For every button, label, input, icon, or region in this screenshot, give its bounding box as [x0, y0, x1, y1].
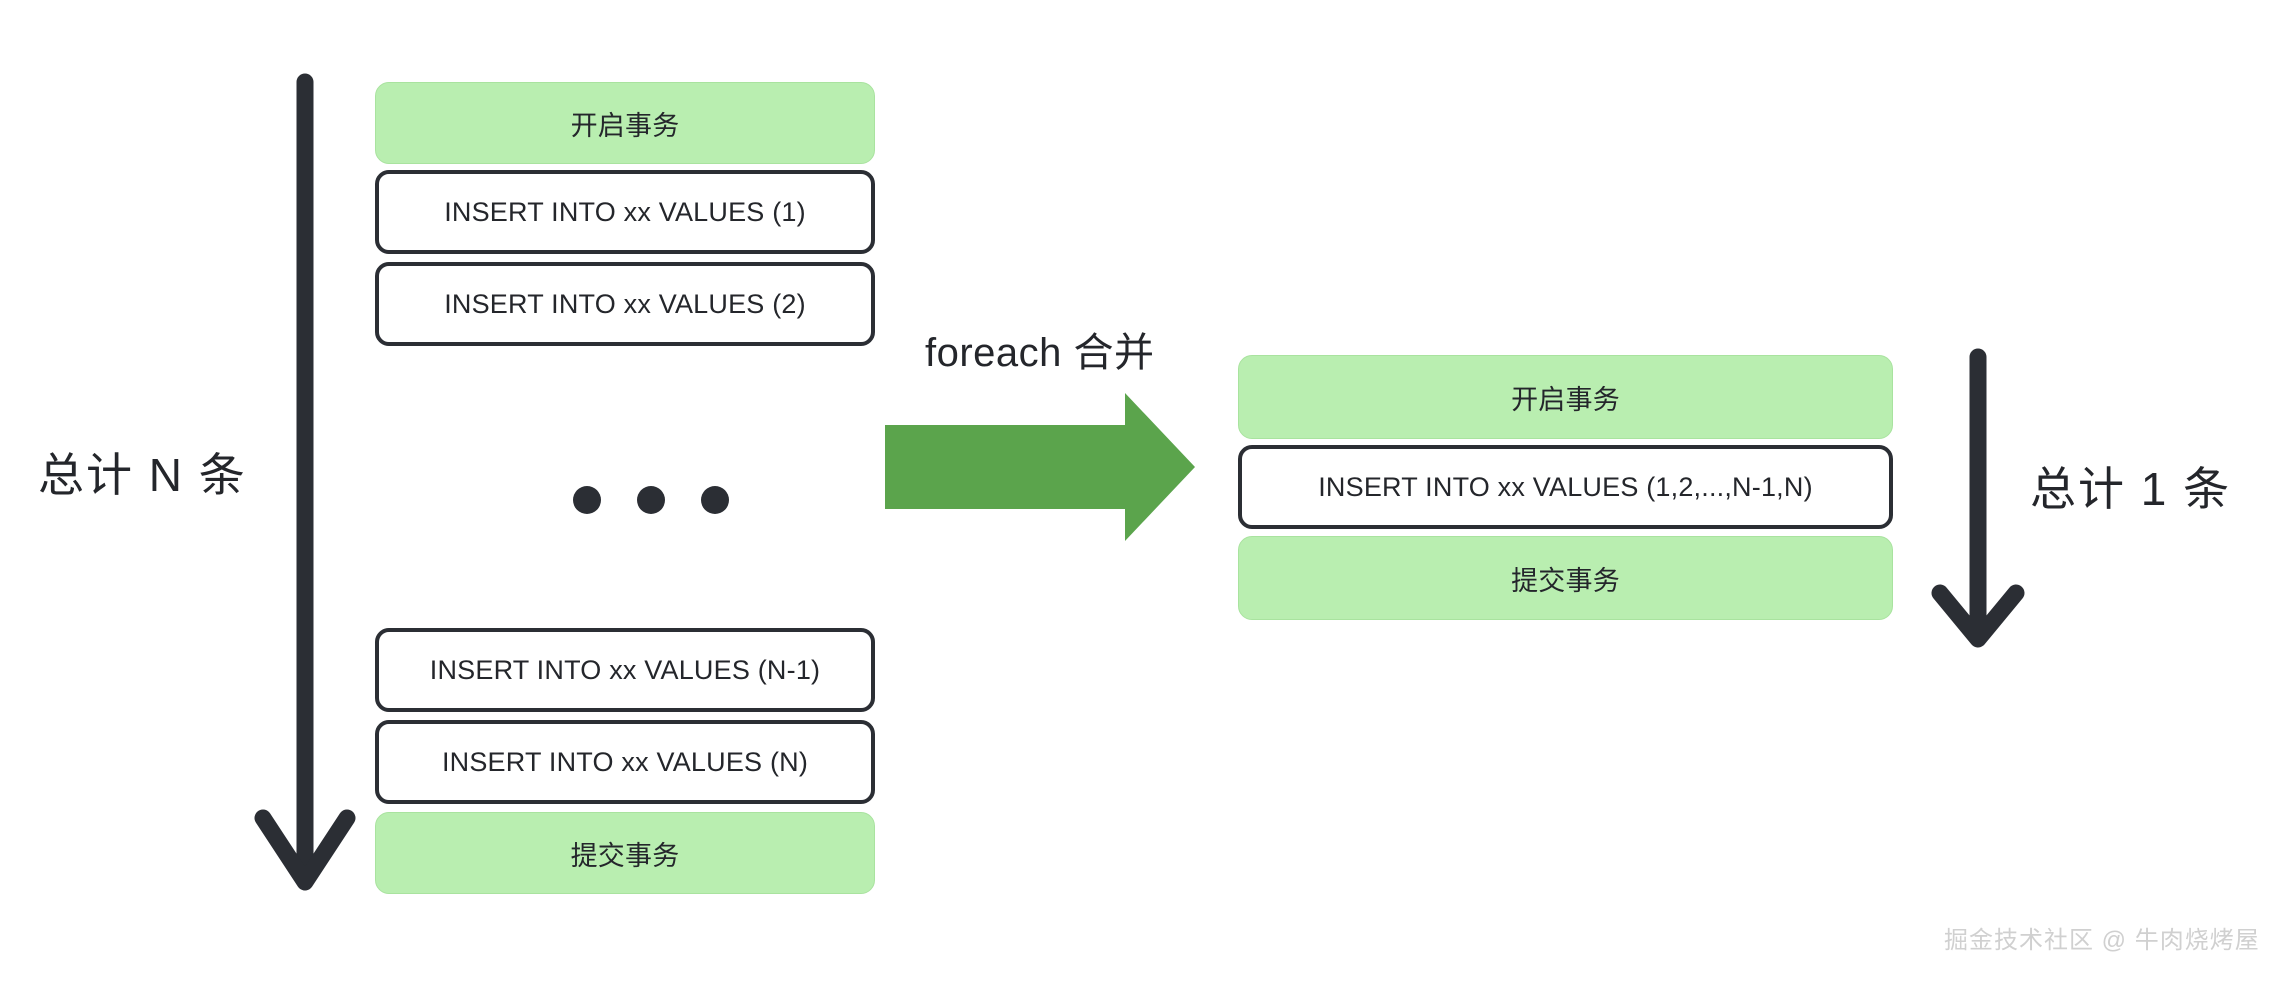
right-box-merged-insert[interactable]: INSERT INTO xx VALUES (1,2,...,N-1,N): [1238, 445, 1893, 529]
left-box-insert-n-minus-1-label: INSERT INTO xx VALUES (N-1): [429, 654, 821, 685]
left-box-insert-n-label: INSERT INTO xx VALUES (N): [441, 746, 809, 777]
ellipsis-dot-3: [701, 486, 729, 514]
left-box-insert-2-label: INSERT INTO xx VALUES (2): [444, 288, 806, 319]
left-box-commit-transaction[interactable]: 提交事务: [375, 812, 875, 894]
right-arrow-icon: [885, 393, 1195, 541]
left-box-insert-1-label: INSERT INTO xx VALUES (1): [444, 196, 806, 227]
left-count-label: 总计 N 条: [38, 449, 247, 501]
left-box-insert-2[interactable]: INSERT INTO xx VALUES (2): [375, 262, 875, 346]
right-box-commit-transaction-label: 提交事务: [1511, 565, 1620, 596]
left-box-begin-transaction-label: 开启事务: [570, 110, 680, 141]
ellipsis-dot-2: [637, 486, 665, 514]
ellipsis-dot-1: [573, 486, 601, 514]
foreach-merge-label: foreach 合并: [925, 331, 1155, 375]
right-box-begin-transaction-label: 开启事务: [1511, 384, 1620, 415]
left-box-insert-n[interactable]: INSERT INTO xx VALUES (N): [375, 720, 875, 804]
right-box-merged-insert-label: INSERT INTO xx VALUES (1,2,...,N-1,N): [1318, 471, 1813, 502]
left-box-insert-n-minus-1[interactable]: INSERT INTO xx VALUES (N-1): [375, 628, 875, 712]
right-count-label: 总计 1 条: [2030, 463, 2232, 515]
left-down-arrow-icon: [254, 73, 356, 891]
right-box-commit-transaction[interactable]: 提交事务: [1238, 536, 1893, 620]
left-box-insert-1[interactable]: INSERT INTO xx VALUES (1): [375, 170, 875, 254]
ellipsis-dots: [573, 486, 729, 514]
watermark: 掘金技术社区 @ 牛肉烧烤屋: [1944, 927, 2260, 954]
right-box-begin-transaction[interactable]: 开启事务: [1238, 355, 1893, 439]
left-box-begin-transaction[interactable]: 开启事务: [375, 82, 875, 164]
left-box-commit-transaction-label: 提交事务: [570, 840, 680, 871]
right-down-arrow-icon: [1931, 348, 2025, 648]
